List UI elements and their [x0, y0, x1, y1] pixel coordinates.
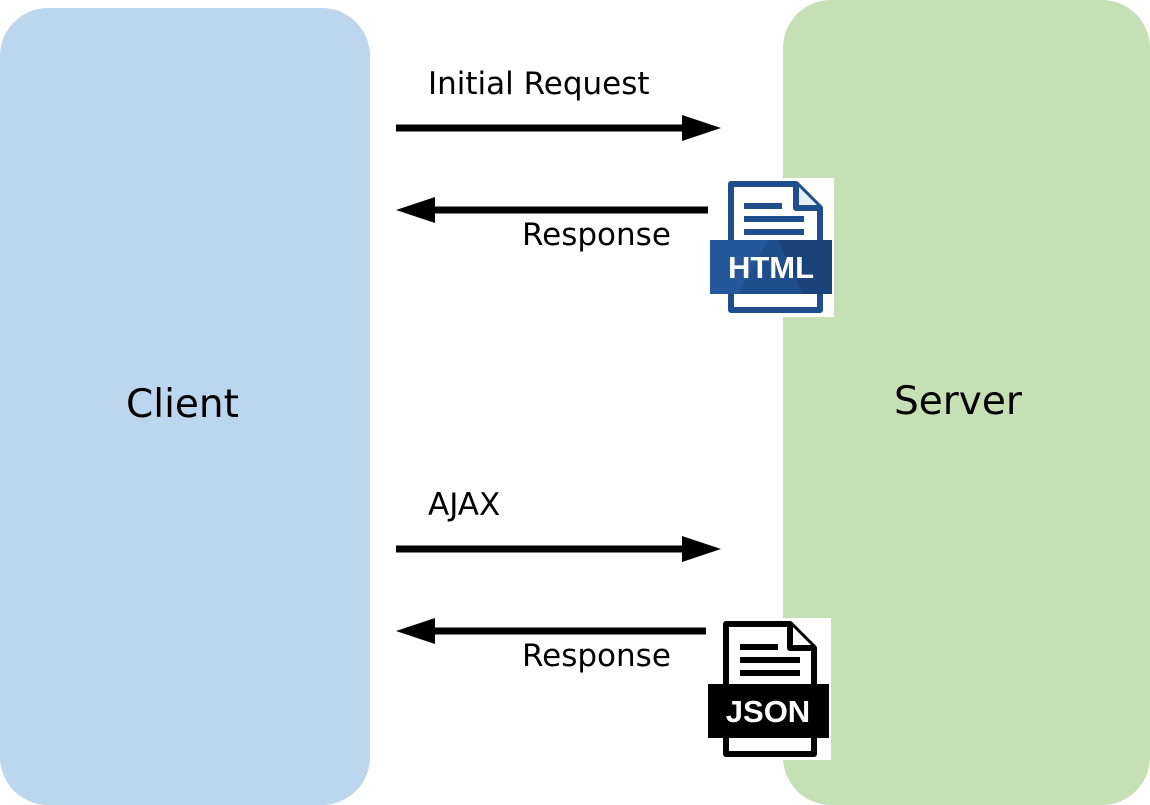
ajax-request-label: AJAX	[428, 487, 501, 523]
html-response-arrow	[396, 197, 708, 223]
html-badge-text: HTML	[728, 250, 814, 285]
initial-request-label: Initial Request	[428, 66, 650, 102]
json-badge-text: JSON	[726, 694, 810, 729]
client-label: Client	[126, 382, 239, 427]
html-file-icon: HTML	[708, 178, 834, 317]
html-response-label: Response	[522, 217, 671, 253]
server-panel	[783, 0, 1150, 805]
ajax-request-arrow	[396, 536, 721, 562]
server-label: Server	[894, 379, 1022, 424]
client-panel	[0, 8, 370, 805]
initial-request-arrow	[396, 115, 721, 141]
json-response-arrow	[396, 618, 706, 644]
json-response-label: Response	[522, 638, 671, 674]
json-file-icon: JSON	[706, 618, 831, 760]
